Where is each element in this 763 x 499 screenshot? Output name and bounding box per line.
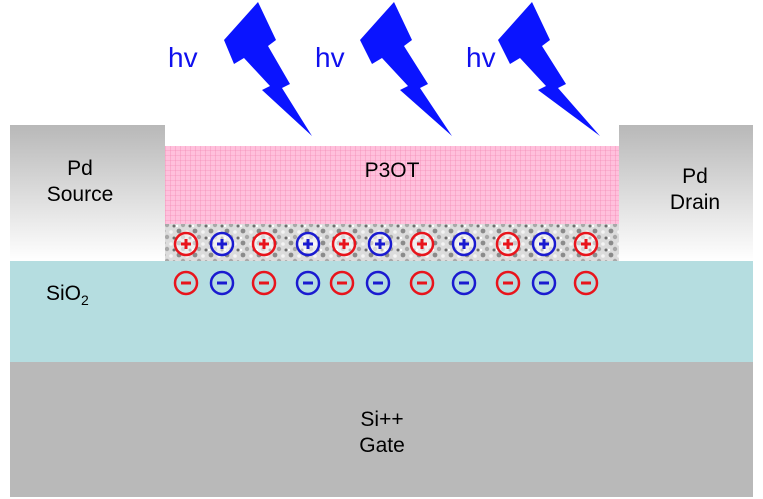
positive-charge-icon — [531, 231, 557, 257]
positive-charge-icon — [451, 231, 477, 257]
photon-label: hv — [168, 42, 198, 73]
p3ot-layer — [165, 146, 619, 224]
negative-charges — [173, 270, 599, 296]
drain-electrode — [619, 125, 753, 261]
negative-charge-icon — [365, 270, 391, 296]
negative-charge-icon — [295, 270, 321, 296]
positive-charge-icon — [173, 231, 199, 257]
photon-label: hv — [466, 42, 496, 73]
drain-label: Pd Drain — [650, 164, 740, 216]
oxide-label: SiO2 — [46, 281, 126, 313]
oxide-label-base: SiO — [46, 282, 82, 305]
negative-charge-icon — [251, 270, 277, 296]
negative-charge-icon — [173, 270, 199, 296]
negative-charge-icon — [451, 270, 477, 296]
positive-charge-icon — [495, 231, 521, 257]
lightning-bolt-icon — [360, 2, 452, 136]
negative-charge-icon — [495, 270, 521, 296]
positive-charge-icon — [295, 231, 321, 257]
negative-charge-icon — [531, 270, 557, 296]
drain-label-line1: Pd — [682, 165, 708, 188]
positive-charge-icon — [409, 231, 435, 257]
gate-label-line2: Gate — [359, 434, 405, 457]
gate-layer — [10, 362, 753, 497]
lightning-bolts — [224, 2, 600, 136]
source-label: Pd Source — [20, 156, 140, 208]
oxide-label-subscript: 2 — [81, 292, 89, 309]
source-label-line2: Source — [46, 183, 114, 206]
negative-charge-icon — [209, 270, 235, 296]
positive-charge-icon — [209, 231, 235, 257]
negative-charge-icon — [573, 270, 599, 296]
negative-charge-icon — [409, 270, 435, 296]
gate-label: Si++ Gate — [320, 407, 444, 459]
oxide-layer — [10, 261, 753, 362]
drain-label-line2: Drain — [669, 191, 721, 214]
photon-label: hv — [315, 42, 345, 73]
lightning-bolt-icon — [224, 2, 312, 136]
source-label-line1: Pd — [67, 157, 93, 180]
positive-charge-icon — [251, 231, 277, 257]
negative-charge-icon — [329, 270, 355, 296]
lightning-bolt-icon — [498, 2, 600, 136]
gate-label-line1: Si++ — [360, 408, 404, 431]
positive-charge-icon — [367, 231, 393, 257]
positive-charge-icon — [331, 231, 357, 257]
positive-charges — [173, 231, 599, 257]
p3ot-label: P3OT — [364, 159, 420, 182]
positive-charge-icon — [573, 231, 599, 257]
source-electrode — [10, 125, 165, 261]
